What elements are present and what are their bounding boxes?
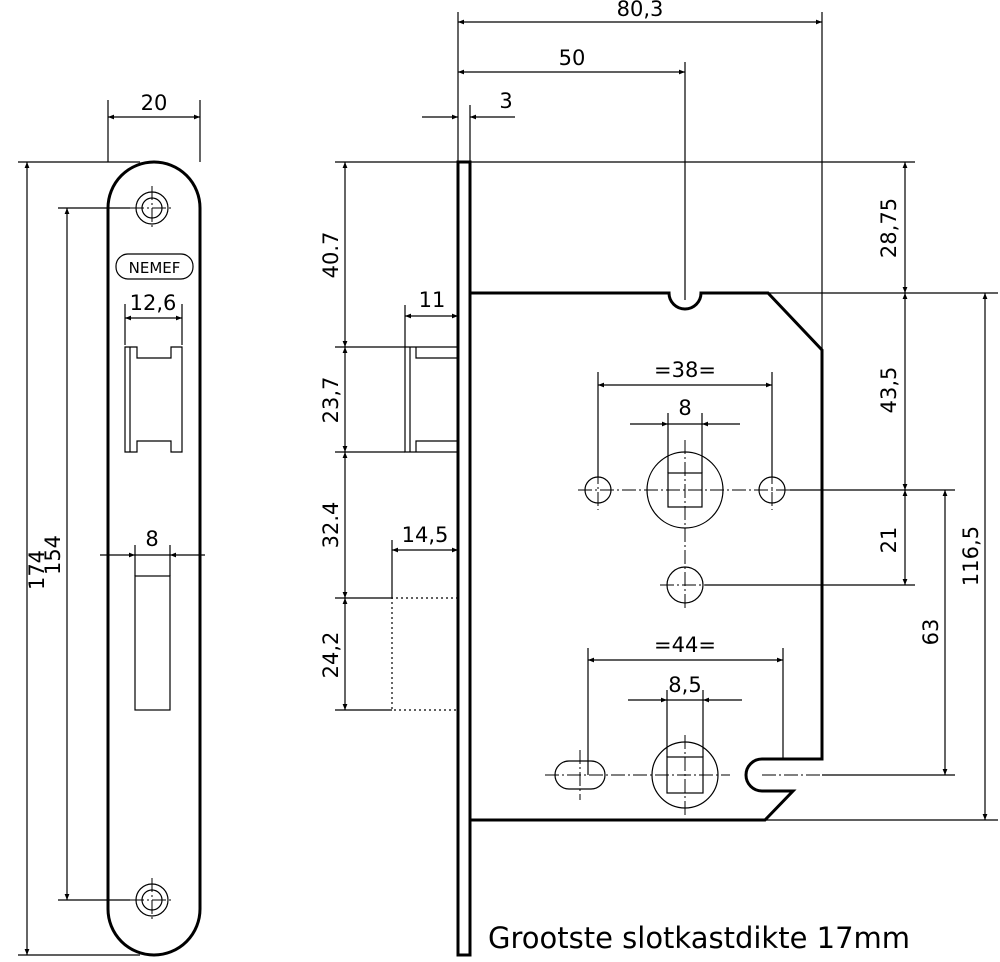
svg-text:116,5: 116,5 bbox=[959, 526, 983, 586]
screw-hole-top bbox=[130, 186, 174, 230]
lock-case bbox=[468, 291, 824, 822]
latch bbox=[404, 346, 459, 453]
svg-text:3: 3 bbox=[499, 89, 512, 113]
svg-text:28,75: 28,75 bbox=[877, 198, 901, 258]
svg-text:11: 11 bbox=[419, 288, 446, 312]
svg-text:24,2: 24,2 bbox=[319, 632, 343, 679]
svg-text:63: 63 bbox=[919, 619, 943, 646]
bolt-retracted bbox=[391, 597, 458, 711]
svg-text:43,5: 43,5 bbox=[877, 367, 901, 414]
caption: Grootste slotkastdikte 17mm bbox=[488, 921, 910, 955]
svg-text:=38=: =38= bbox=[654, 358, 716, 382]
faceplate-front-view: NEMEF 20 174 154 12,6 8 bbox=[18, 91, 205, 957]
screw-hole-bottom bbox=[130, 878, 174, 922]
svg-text:8,5: 8,5 bbox=[668, 673, 701, 697]
svg-text:NEMEF: NEMEF bbox=[129, 259, 181, 277]
lock-body-side-view: 80,3 50 3 40.7 23,7 32.4 24,2 11 14,5 =3… bbox=[319, 0, 998, 957]
cylinder-area bbox=[545, 735, 840, 815]
svg-text:14,5: 14,5 bbox=[402, 523, 449, 547]
svg-text:21: 21 bbox=[877, 527, 901, 554]
svg-text:32.4: 32.4 bbox=[319, 502, 343, 549]
svg-text:8: 8 bbox=[678, 396, 691, 420]
latch-opening bbox=[124, 346, 183, 453]
bolt-opening bbox=[134, 575, 171, 711]
nemef-logo: NEMEF bbox=[115, 253, 194, 280]
svg-text:8: 8 bbox=[145, 527, 158, 551]
svg-text:12,6: 12,6 bbox=[130, 291, 177, 315]
front-plate bbox=[456, 160, 472, 957]
svg-text:50: 50 bbox=[559, 46, 586, 70]
svg-text:40.7: 40.7 bbox=[319, 232, 343, 279]
svg-text:20: 20 bbox=[141, 91, 168, 115]
svg-text:=44=: =44= bbox=[654, 633, 716, 657]
svg-text:80,3: 80,3 bbox=[617, 0, 664, 21]
svg-text:174: 174 bbox=[25, 550, 49, 590]
svg-text:23,7: 23,7 bbox=[319, 377, 343, 424]
svg-text:154: 154 bbox=[41, 535, 65, 575]
